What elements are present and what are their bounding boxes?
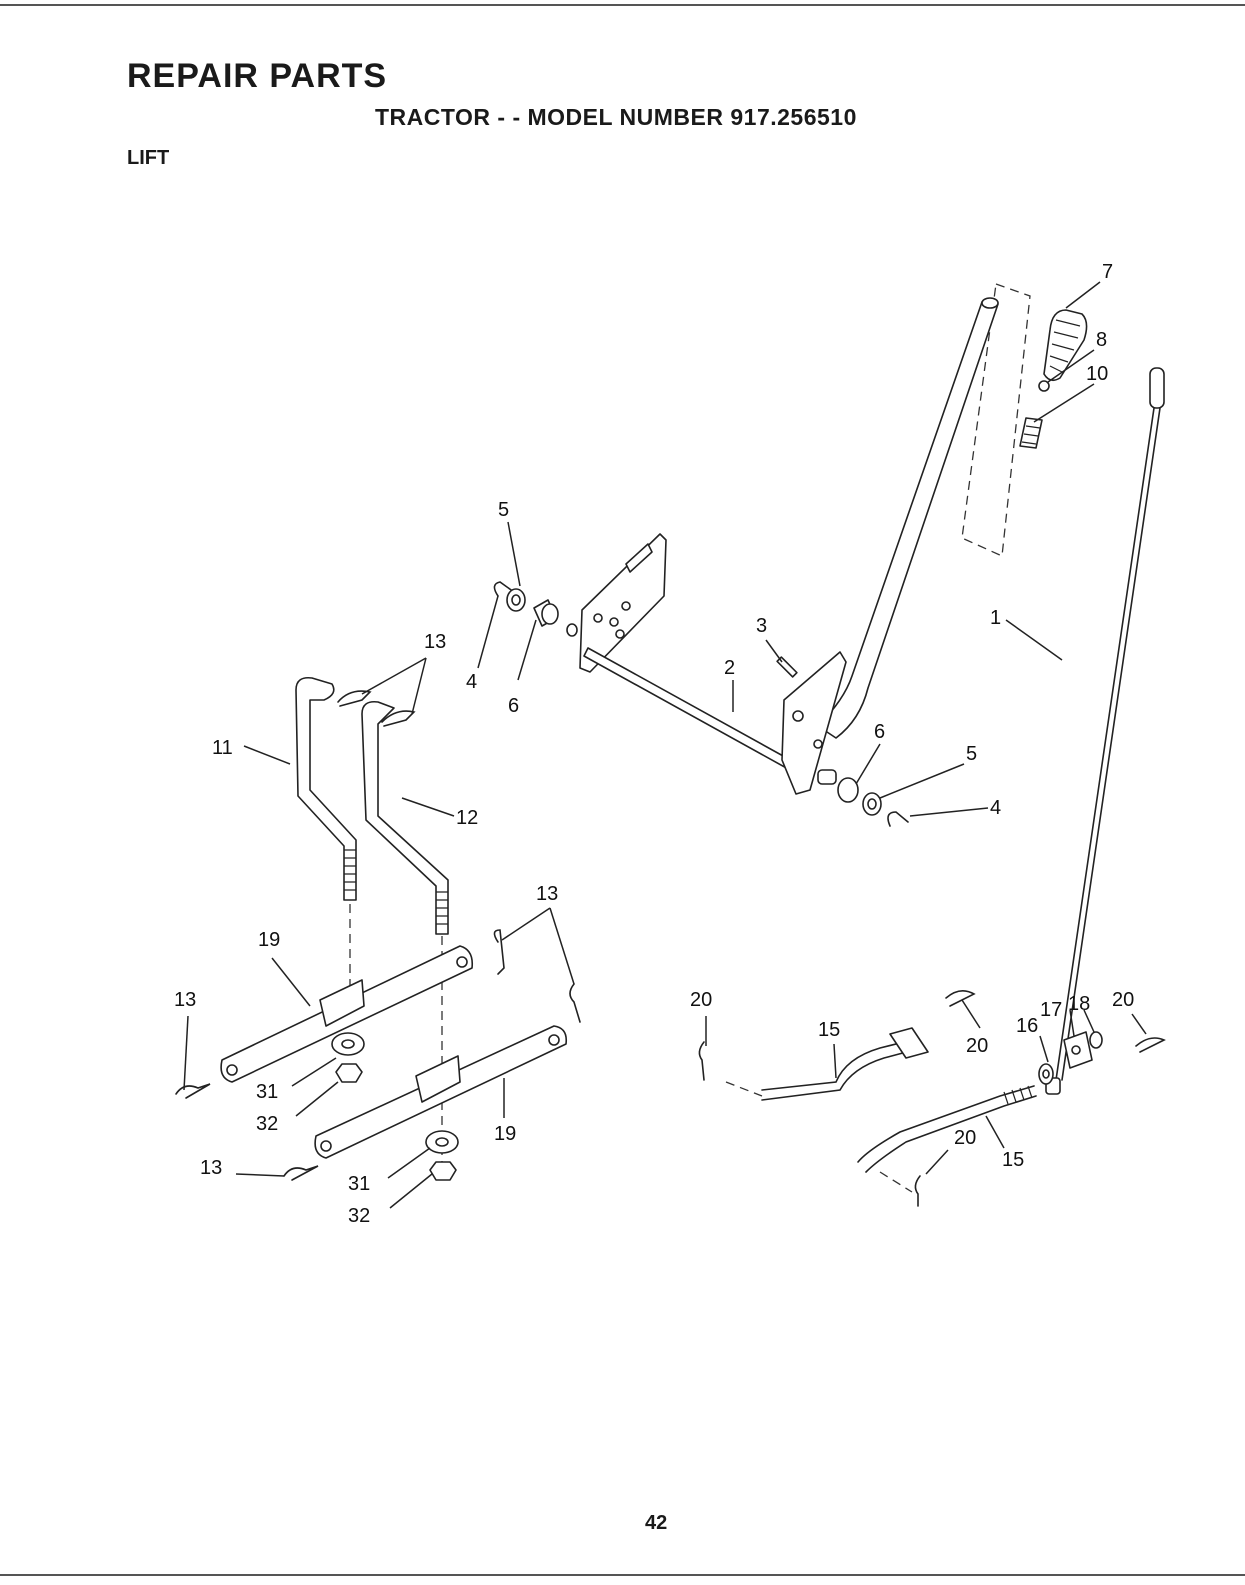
callout-13-bottom: 13 <box>200 1157 222 1179</box>
part-ferrule-18[interactable] <box>1090 1032 1102 1048</box>
callout-13-left: 13 <box>174 989 196 1011</box>
callout-19-upper: 19 <box>258 929 280 951</box>
part-spacer-upper[interactable] <box>332 1033 364 1055</box>
callout-18: 18 <box>1068 993 1090 1015</box>
callout-19-lower: 19 <box>494 1123 516 1145</box>
callout-4-left: 4 <box>466 671 477 693</box>
callout-20-middle: 20 <box>966 1035 988 1057</box>
callout-15-lower: 15 <box>1002 1149 1024 1171</box>
callout-10: 10 <box>1086 363 1108 385</box>
rod-lower-phantom <box>880 1172 912 1192</box>
part-cotter-20-b[interactable] <box>946 991 974 1006</box>
callout-3: 3 <box>756 615 767 637</box>
callout-15-upper: 15 <box>818 1019 840 1041</box>
part-cotter-20-c[interactable] <box>1136 1038 1164 1052</box>
callout-20-lower: 20 <box>954 1127 976 1149</box>
callout-5-right: 5 <box>966 743 977 765</box>
callout-31-upper: 31 <box>256 1081 278 1103</box>
part-lift-rod[interactable] <box>1046 368 1164 1094</box>
part-bushing-left[interactable] <box>534 600 558 626</box>
rod-upper-phantom <box>726 1082 762 1096</box>
part-washer-right[interactable] <box>863 793 881 815</box>
callout-32-upper: 32 <box>256 1113 278 1135</box>
part-hairpin-clip-f[interactable] <box>284 1166 318 1180</box>
part-cotter-pin-right[interactable] <box>888 812 908 826</box>
callout-12: 12 <box>456 807 478 829</box>
part-cotter-20-d[interactable] <box>915 1176 920 1206</box>
callout-13-top: 13 <box>424 631 446 653</box>
part-bushing-right[interactable] <box>838 778 858 802</box>
part-cotter-20-a[interactable] <box>699 1042 704 1080</box>
callout-5-left: 5 <box>498 499 509 521</box>
callout-16: 16 <box>1016 1015 1038 1037</box>
part-adjustment-rod-upper[interactable] <box>762 1028 928 1100</box>
callout-4-right: 4 <box>990 797 1001 819</box>
handle-phantom-outline <box>962 284 1030 556</box>
callout-8: 8 <box>1096 329 1107 351</box>
part-washer-16[interactable] <box>1039 1064 1053 1084</box>
callout-13-middle: 13 <box>536 883 558 905</box>
part-lift-arm-upper[interactable] <box>221 946 472 1082</box>
callout-11: 11 <box>212 737 233 759</box>
page-number: 42 <box>645 1512 667 1535</box>
callout-1: 1 <box>990 607 1001 629</box>
part-sleeve[interactable] <box>1020 418 1042 448</box>
part-hairpin-clip-d[interactable] <box>570 984 580 1022</box>
part-hairpin-clip-e[interactable] <box>176 1084 210 1098</box>
part-lift-link-right[interactable] <box>362 702 448 934</box>
callout-32-lower: 32 <box>348 1205 370 1227</box>
callout-31-lower: 31 <box>348 1173 370 1195</box>
part-washer-left[interactable] <box>507 589 525 611</box>
callout-20-right: 20 <box>1112 989 1134 1011</box>
part-lift-handle[interactable] <box>818 298 998 738</box>
part-ball[interactable] <box>1039 381 1049 391</box>
callout-20-left: 20 <box>690 989 712 1011</box>
callout-6-right: 6 <box>874 721 885 743</box>
callout-7: 7 <box>1102 261 1113 283</box>
callout-6-left: 6 <box>508 695 519 717</box>
callout-2: 2 <box>724 657 735 679</box>
part-lift-shaft[interactable] <box>567 534 846 794</box>
part-nut-upper[interactable] <box>336 1064 362 1082</box>
part-spacer-lower[interactable] <box>426 1131 458 1153</box>
leader-lines <box>184 282 1146 1208</box>
callout-17: 17 <box>1040 999 1062 1021</box>
part-lift-link-left[interactable] <box>296 678 356 900</box>
part-nut-lower[interactable] <box>430 1162 456 1180</box>
part-hairpin-clip-c[interactable] <box>494 930 504 974</box>
